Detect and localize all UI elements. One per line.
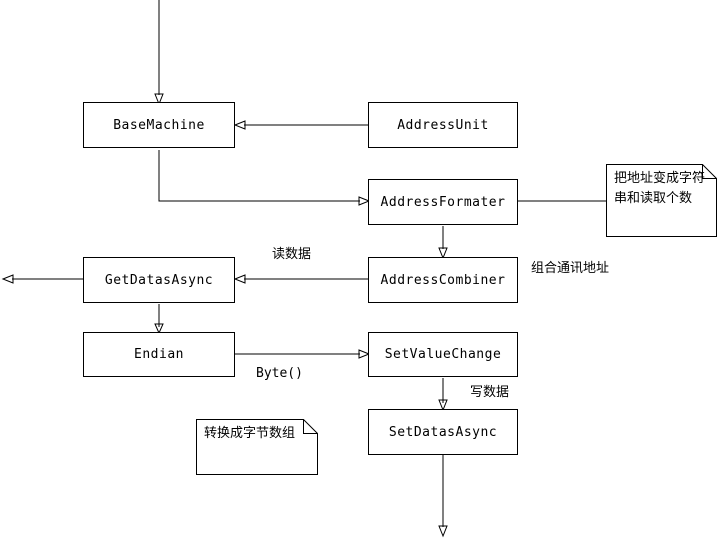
node-set-value-change[interactable]: SetValueChange: [368, 332, 518, 377]
arrowhead-addresscombiner-getdatasasync: [233, 274, 246, 284]
note-byte-array-shape: [196, 419, 318, 475]
node-address-combiner[interactable]: AddressCombiner: [368, 257, 518, 303]
label-write-data: 写数据: [470, 385, 510, 400]
node-address-formater-label: AddressFormater: [380, 194, 506, 210]
label-combine-address: 组合通讯地址: [531, 259, 611, 278]
node-endian[interactable]: Endian: [83, 332, 235, 377]
node-get-datas-async[interactable]: GetDatasAsync: [83, 257, 235, 303]
note-byte-array: 转换成字节数组: [196, 419, 318, 475]
arrowhead-addressunit-basemachine: [233, 120, 246, 130]
arrowhead-getdatasasync-left: [1, 274, 14, 284]
node-set-datas-async-label: SetDatasAsync: [388, 424, 498, 440]
arrowhead-setdatasasync-bottom: [438, 525, 448, 538]
label-byte: Byte(): [256, 366, 303, 381]
node-set-datas-async[interactable]: SetDatasAsync: [368, 409, 518, 455]
label-combine-address-text: 组合通讯地址: [531, 261, 610, 276]
edge-basemachine-to-addressformater: [158, 150, 360, 202]
node-endian-label: Endian: [134, 347, 184, 362]
label-read-data: 读数据: [272, 247, 312, 262]
node-address-unit-label: AddressUnit: [397, 117, 489, 133]
node-base-machine[interactable]: BaseMachine: [83, 102, 235, 148]
node-set-value-change-label: SetValueChange: [384, 347, 502, 362]
note-address-string: 把地址变成字符串和读取个数: [606, 164, 717, 237]
node-get-datas-async-label: GetDatasAsync: [104, 272, 214, 288]
note-address-string-text: 把地址变成字符串和读取个数: [614, 171, 706, 206]
node-address-unit[interactable]: AddressUnit: [368, 102, 518, 148]
node-address-combiner-label: AddressCombiner: [380, 272, 506, 288]
node-base-machine-label: BaseMachine: [113, 117, 205, 133]
note-address-string-shape: [606, 164, 717, 237]
node-address-formater[interactable]: AddressFormater: [368, 179, 518, 225]
note-byte-array-text: 转换成字节数组: [204, 426, 296, 441]
